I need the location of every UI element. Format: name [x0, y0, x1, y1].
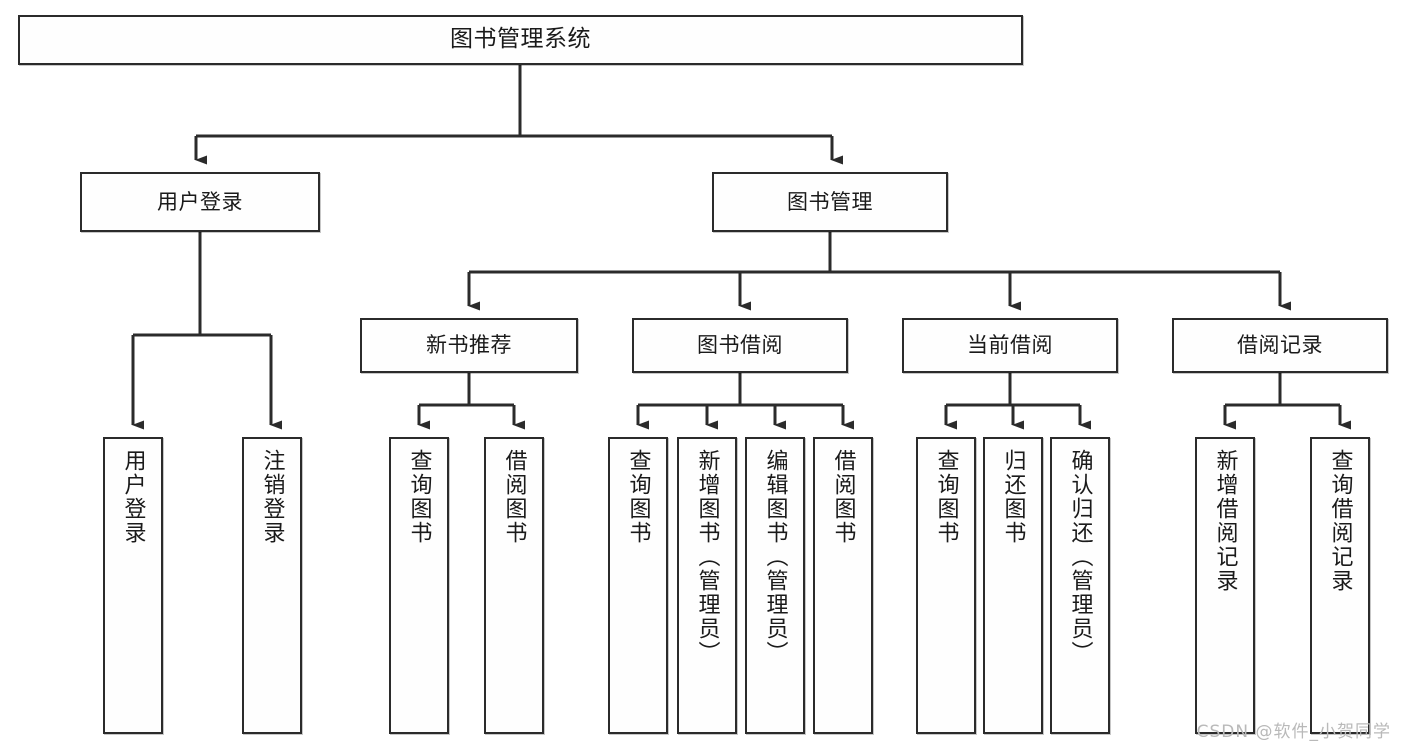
- leaf-book-borrow-add-book-admin[interactable]: 新增图书（管理员）: [677, 437, 737, 734]
- leaf-new-book-borrow-book[interactable]: 借阅图书: [484, 437, 544, 734]
- node-label: 查询借阅记录: [1327, 449, 1353, 593]
- node-label: 查询图书: [406, 449, 432, 545]
- leaf-user-login-do-login[interactable]: 用户登录: [103, 437, 163, 734]
- node-label: 图书管理: [787, 189, 873, 214]
- node-label: 用户登录: [157, 189, 243, 214]
- node-label: 查询图书: [933, 449, 959, 545]
- node-user-login[interactable]: 用户登录: [80, 172, 320, 232]
- node-label: 查询图书: [625, 449, 651, 545]
- node-label: 新书推荐: [426, 333, 512, 358]
- node-label: 借阅记录: [1237, 333, 1323, 358]
- node-label: 当前借阅: [967, 333, 1053, 358]
- node-new-book-recommend[interactable]: 新书推荐: [360, 318, 578, 373]
- node-root-book-management-system[interactable]: 图书管理系统: [18, 15, 1023, 65]
- node-label: 图书管理系统: [450, 26, 591, 53]
- leaf-borrow-record-add-record[interactable]: 新增借阅记录: [1195, 437, 1255, 734]
- node-label: 新增借阅记录: [1212, 449, 1238, 593]
- node-label: 确认归还（管理员）: [1067, 449, 1093, 665]
- node-label: 新增图书（管理员）: [694, 449, 720, 665]
- node-label: 注销登录: [259, 449, 285, 545]
- node-book-borrow[interactable]: 图书借阅: [632, 318, 848, 373]
- leaf-borrow-record-query-record[interactable]: 查询借阅记录: [1310, 437, 1370, 734]
- node-label: 借阅图书: [501, 449, 527, 545]
- leaf-current-borrow-return-book[interactable]: 归还图书: [983, 437, 1043, 734]
- node-book-management[interactable]: 图书管理: [712, 172, 948, 232]
- node-label: 图书借阅: [697, 333, 783, 358]
- node-label: 编辑图书（管理员）: [762, 449, 788, 665]
- leaf-current-borrow-confirm-return-admin[interactable]: 确认归还（管理员）: [1050, 437, 1110, 734]
- node-label: 用户登录: [120, 449, 146, 545]
- leaf-book-borrow-edit-book-admin[interactable]: 编辑图书（管理员）: [745, 437, 805, 734]
- node-label: 归还图书: [1000, 449, 1026, 545]
- leaf-book-borrow-query-book[interactable]: 查询图书: [608, 437, 668, 734]
- leaf-new-book-query-book[interactable]: 查询图书: [389, 437, 449, 734]
- leaf-current-borrow-query-book[interactable]: 查询图书: [916, 437, 976, 734]
- node-label: 借阅图书: [830, 449, 856, 545]
- node-current-borrow[interactable]: 当前借阅: [902, 318, 1118, 373]
- leaf-user-login-logout[interactable]: 注销登录: [242, 437, 302, 734]
- leaf-book-borrow-borrow-book[interactable]: 借阅图书: [813, 437, 873, 734]
- node-borrow-record[interactable]: 借阅记录: [1172, 318, 1388, 373]
- csdn-watermark: CSDN @软件_小贺同学: [1196, 722, 1391, 742]
